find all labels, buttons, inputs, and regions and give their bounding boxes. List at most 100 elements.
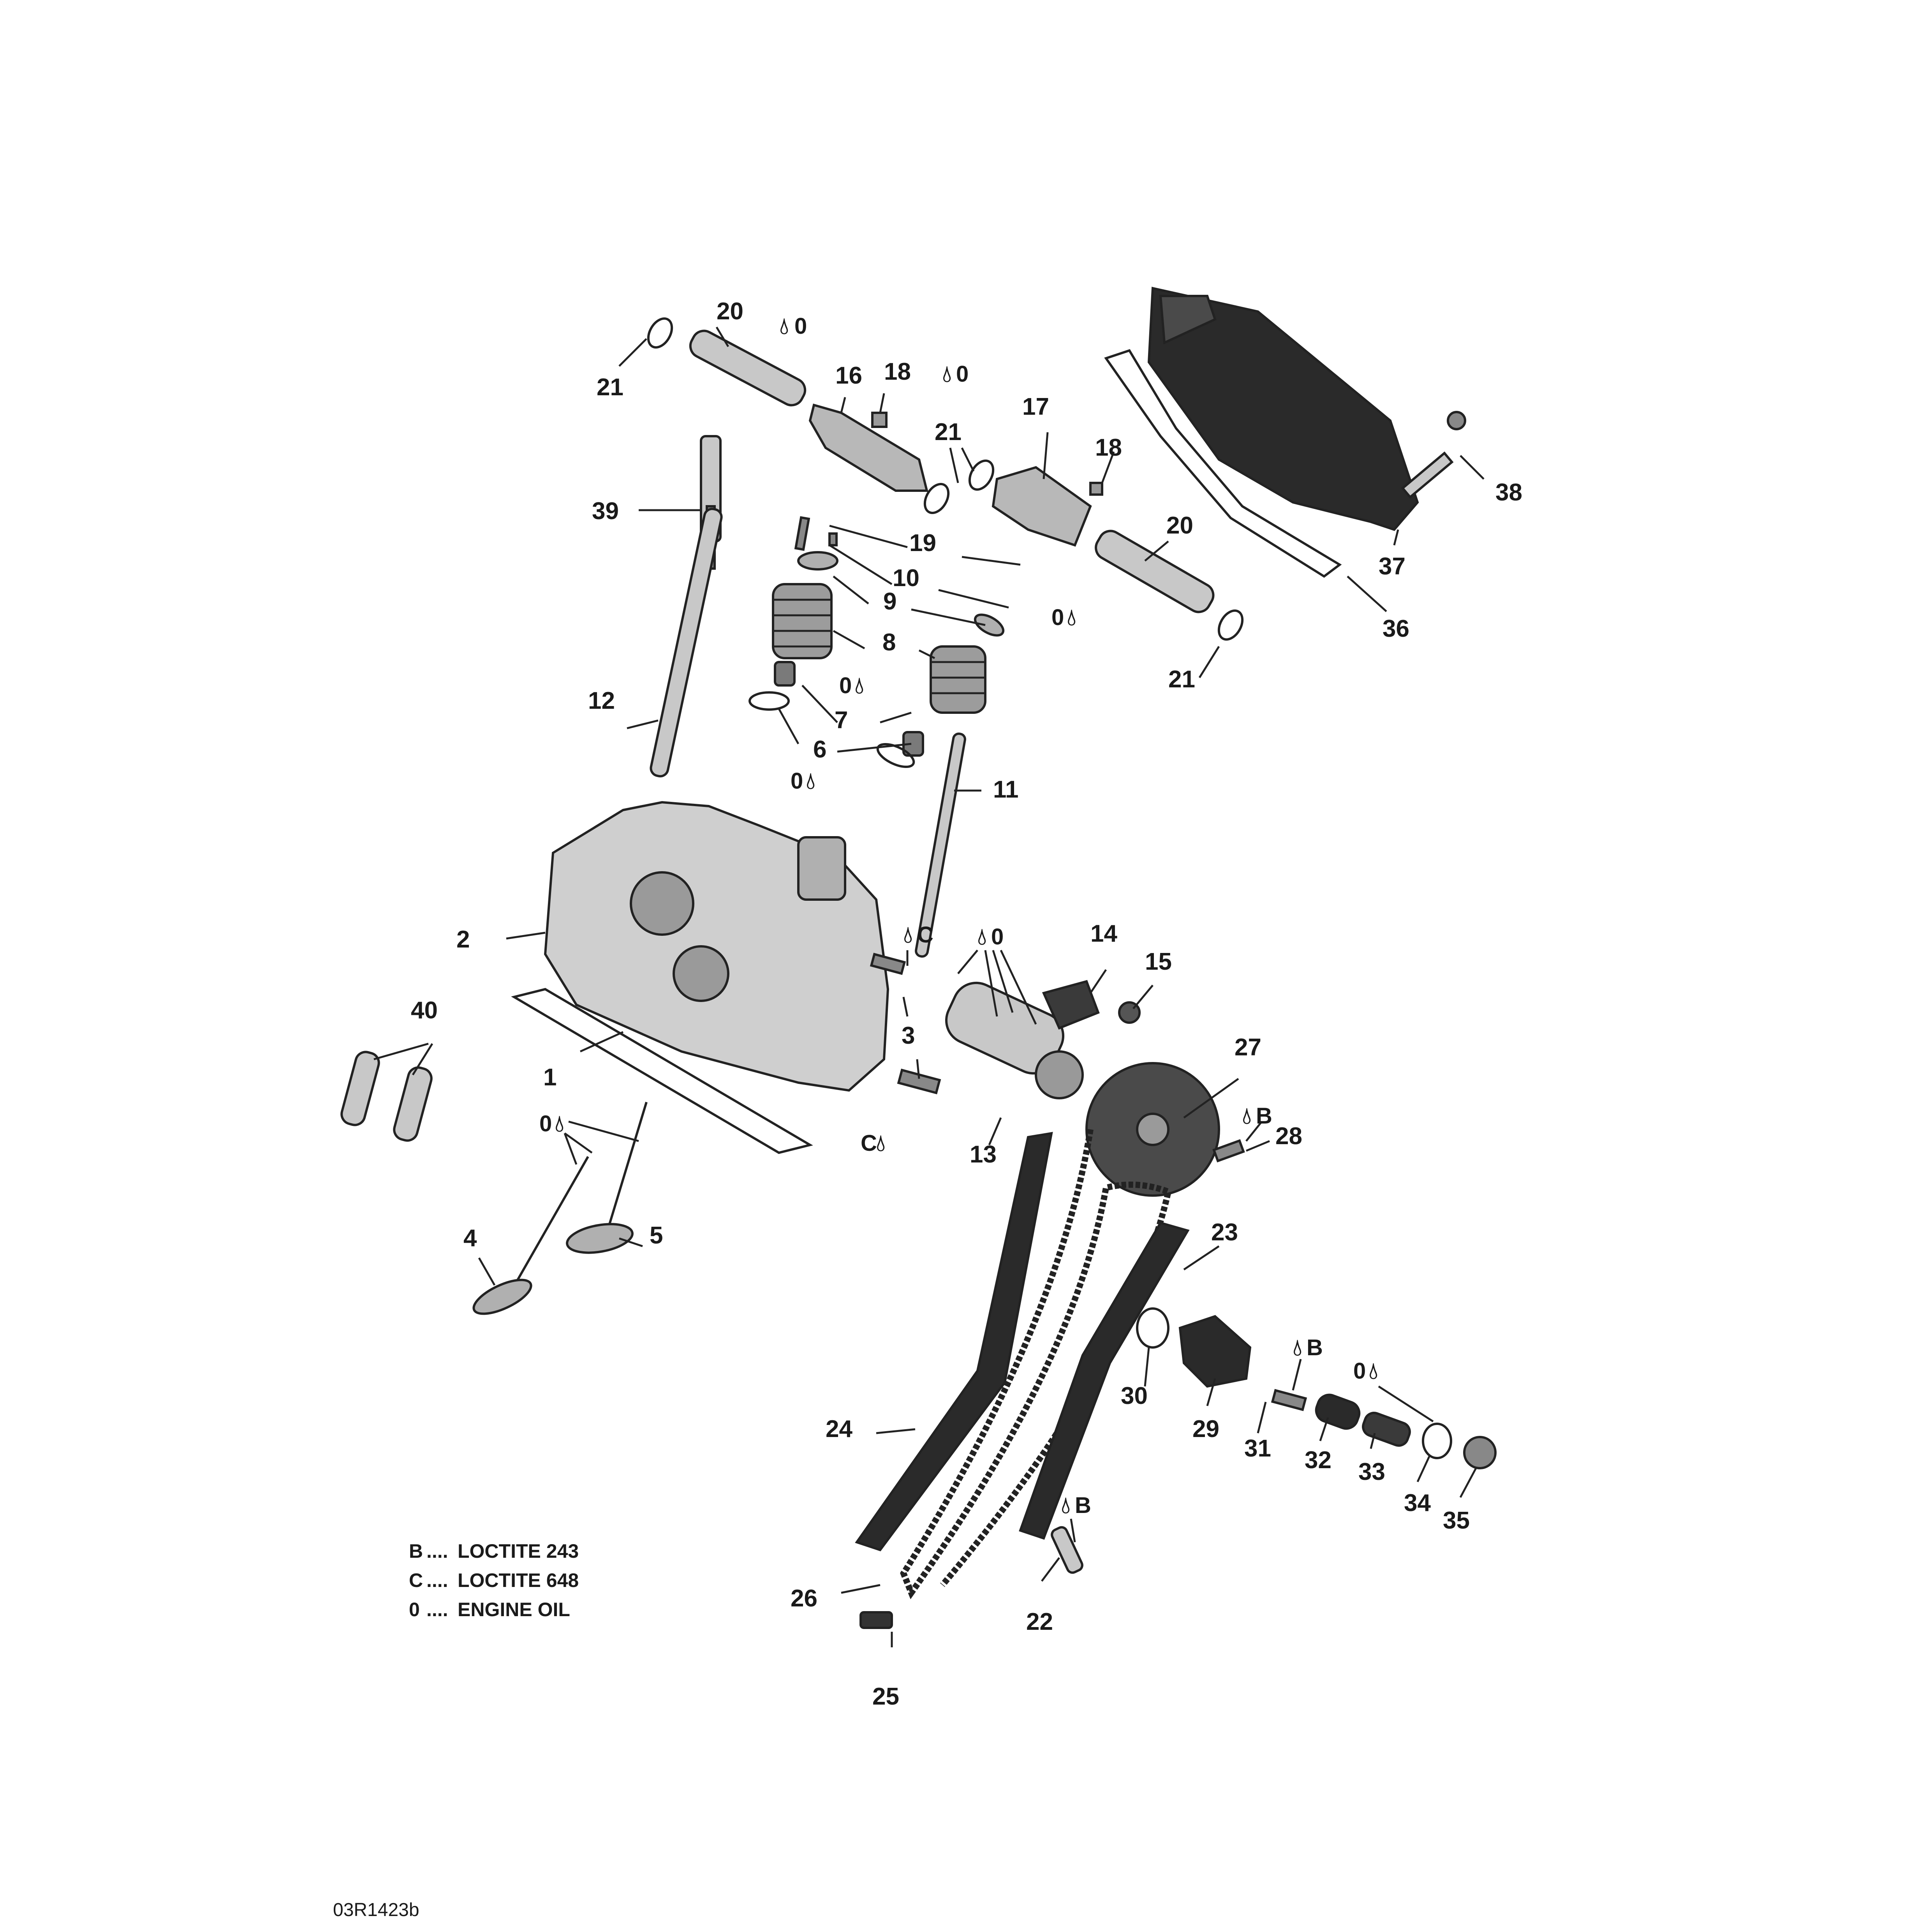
label-part-26: 26 (791, 1585, 817, 1612)
svg-text:B: B (1075, 1493, 1091, 1518)
label-part-27: 27 (1235, 1034, 1261, 1061)
engine-oil-callout-4: 0 💧︎ (839, 673, 864, 698)
loctite-648-callout-1: 💧︎ C (903, 922, 933, 948)
label-part-6: 6 (813, 736, 826, 763)
label-part-20b: 20 (1166, 512, 1193, 539)
label-part-25: 25 (872, 1683, 899, 1710)
label-part-20a: 20 (717, 298, 743, 325)
part-number-labels: 1 2 3 4 5 6 7 8 9 10 11 12 13 14 15 16 1… (411, 298, 1522, 1710)
callout-symbols: 💧︎ 0 💧︎ 0 0 💧︎ 0 💧︎ 0 💧︎ 💧︎ 0 0 💧︎ 0 (539, 313, 1378, 1518)
nut-19-shape (794, 516, 810, 551)
loctite-243-callout-3: 💧︎ B (1061, 1493, 1091, 1518)
label-part-34: 34 (1404, 1490, 1431, 1516)
legend-row-loctite-648: C .... LOCTITE 648 (409, 1569, 579, 1591)
tensioner-guide-shape (855, 1132, 1053, 1552)
chain-guide-shape (1019, 1221, 1190, 1540)
engine-oil-callout-1: 💧︎ 0 (780, 313, 807, 339)
svg-text:💧︎: 💧︎ (780, 313, 789, 339)
label-part-39: 39 (592, 498, 619, 525)
svg-text:💧︎: 💧︎ (1293, 1335, 1302, 1360)
retainer-9-shape (797, 551, 838, 571)
label-part-21a: 21 (597, 374, 623, 401)
svg-text:💧︎: 💧︎ (977, 924, 986, 949)
label-part-1: 1 (543, 1064, 557, 1091)
label-part-37: 37 (1379, 553, 1405, 580)
svg-text:💧︎: 💧︎ (555, 1111, 564, 1136)
label-part-5: 5 (650, 1222, 663, 1249)
label-part-7: 7 (835, 707, 848, 734)
label-part-21c: 21 (1168, 666, 1195, 693)
svg-text:....: .... (426, 1599, 448, 1620)
svg-text:LOCTITE 243: LOCTITE 243 (458, 1540, 579, 1562)
leader-lines (373, 326, 1485, 1647)
svg-text:💧︎: 💧︎ (903, 922, 912, 948)
svg-text:LOCTITE 648: LOCTITE 648 (458, 1569, 579, 1591)
label-part-40: 40 (411, 997, 438, 1024)
adjust-screw-a-shape (871, 412, 888, 428)
engine-oil-callout-2: 💧︎ 0 (942, 361, 969, 387)
tensioner-spring-shape (1362, 1412, 1411, 1447)
stud-b-shape (897, 1068, 941, 1095)
svg-text:C: C (409, 1569, 423, 1591)
tensioner-gasket-shape (1136, 1307, 1169, 1349)
rocker-shaft-lower-shape (1095, 530, 1215, 613)
svg-text:0: 0 (956, 361, 969, 387)
label-part-29: 29 (1192, 1416, 1219, 1442)
head-gasket-shape (511, 988, 813, 1154)
guide-pin-shape (1051, 1526, 1083, 1574)
intake-valve-shape (472, 1156, 589, 1315)
label-part-11: 11 (993, 776, 1019, 803)
stud-a-shape (870, 953, 906, 975)
engine-oil-callout-6: 💧︎ 0 (977, 924, 1004, 949)
label-part-13: 13 (970, 1141, 997, 1168)
svg-text:💧︎: 💧︎ (1242, 1103, 1251, 1129)
tensioner-plunger-shape (1315, 1393, 1361, 1430)
label-part-14: 14 (1090, 920, 1117, 947)
loctite-243-callout-2: 💧︎ B (1293, 1335, 1323, 1360)
cotter-10-shape (828, 532, 838, 546)
svg-text:0: 0 (409, 1599, 420, 1620)
label-part-15: 15 (1145, 948, 1172, 975)
valve-cover-gasket-shape (1104, 349, 1342, 578)
legend: B .... LOCTITE 243 C .... LOCTITE 648 0 … (409, 1540, 579, 1620)
sleeve-b-shape (393, 1066, 433, 1142)
svg-text:0: 0 (991, 924, 1004, 949)
spring-seat-a-shape (748, 691, 790, 711)
label-part-12: 12 (588, 687, 615, 714)
cylinder-head-shape (544, 801, 889, 1092)
engine-oil-callout-8: 0 💧︎ (1353, 1358, 1378, 1384)
o-ring-c-shape (923, 483, 950, 514)
chain-clip-shape (859, 1611, 893, 1629)
label-part-18b: 18 (1095, 434, 1122, 461)
label-part-24: 24 (826, 1416, 852, 1442)
loctite-243-callout-1: 💧︎ B (1242, 1103, 1272, 1129)
loctite-648-callout-2: C 💧︎ (861, 1131, 885, 1156)
svg-text:💧︎: 💧︎ (1067, 605, 1076, 630)
gear-screw-shape (1212, 1139, 1245, 1162)
valve-cover-screw-shape (1401, 411, 1466, 499)
label-part-36: 36 (1383, 615, 1409, 642)
svg-text:ENGINE OIL: ENGINE OIL (458, 1599, 570, 1620)
svg-text:C: C (861, 1131, 877, 1156)
label-part-4: 4 (463, 1225, 477, 1252)
engine-oil-callout-5: 0 💧︎ (791, 768, 815, 794)
rocker-arm-16-shape (808, 403, 928, 492)
label-part-35: 35 (1443, 1507, 1470, 1534)
label-part-22: 22 (1026, 1608, 1053, 1635)
plug-o-ring-shape (1422, 1423, 1452, 1459)
retaining-plate-shape (1042, 980, 1100, 1030)
svg-text:C: C (917, 922, 933, 948)
svg-text:B: B (1256, 1103, 1272, 1129)
valve-cover-shape (1147, 287, 1419, 531)
label-part-8: 8 (882, 629, 896, 656)
plug-screw-shape (1463, 1436, 1497, 1469)
o-ring-d-shape (1217, 609, 1244, 641)
svg-text:0: 0 (539, 1111, 552, 1136)
tensioner-screw-shape (1271, 1389, 1307, 1411)
label-part-30: 30 (1121, 1383, 1148, 1409)
label-part-3: 3 (902, 1022, 915, 1049)
svg-text:0: 0 (1051, 605, 1064, 630)
svg-text:0: 0 (794, 313, 807, 339)
label-part-33: 33 (1358, 1458, 1385, 1485)
